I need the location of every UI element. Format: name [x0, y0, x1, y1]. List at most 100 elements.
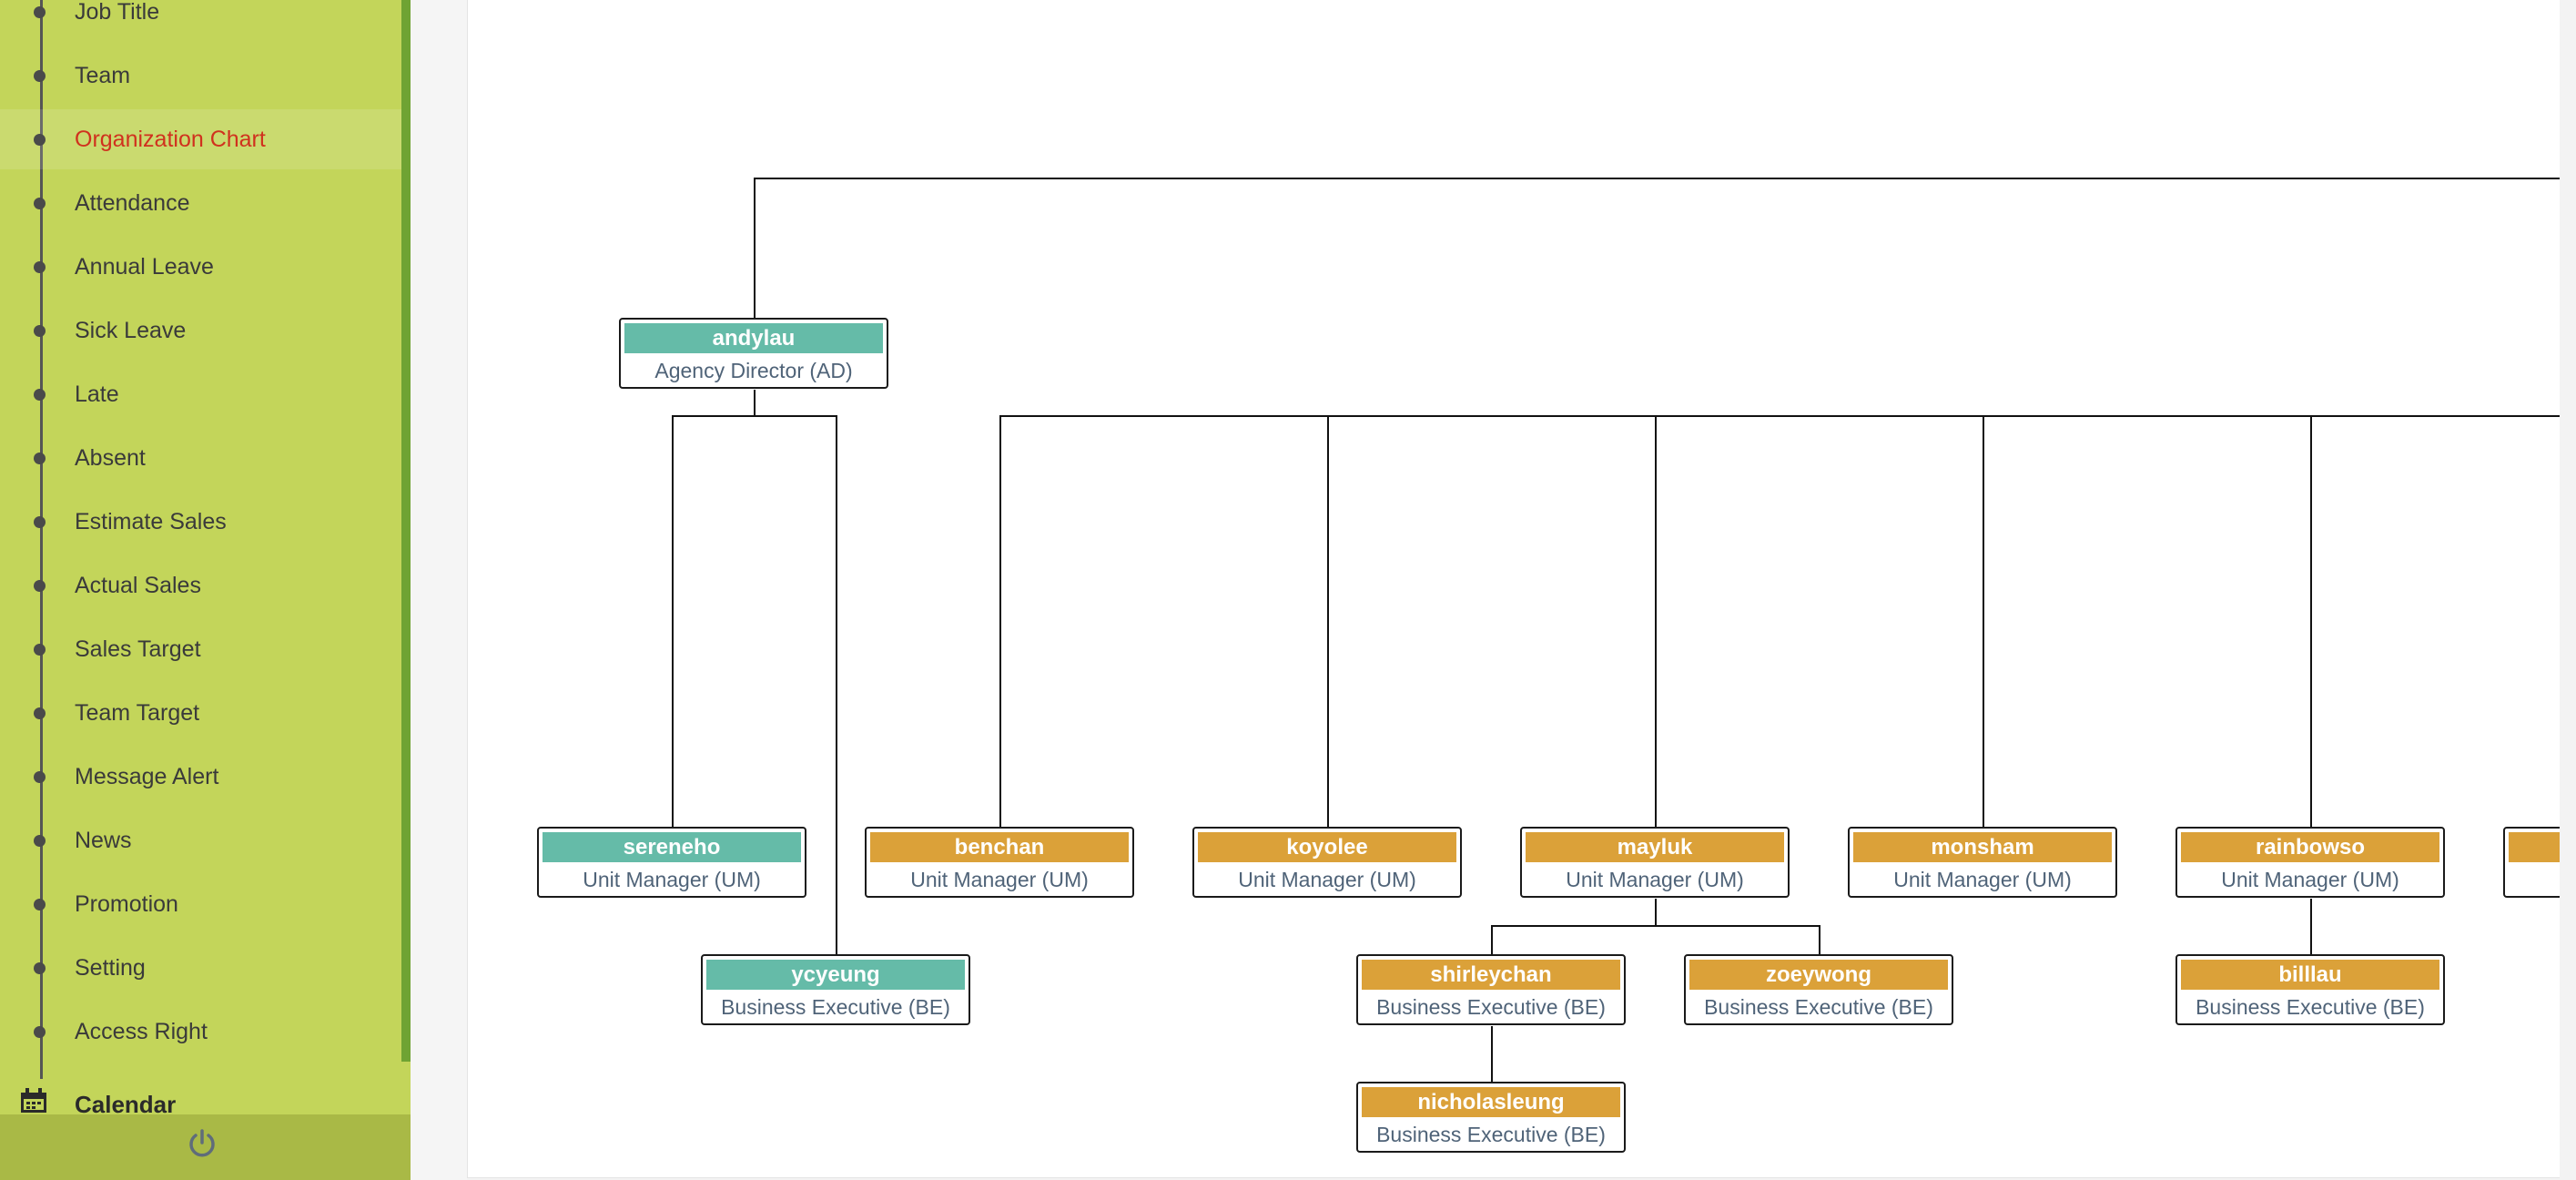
bullet-icon [34, 6, 46, 18]
connector-line [672, 415, 836, 417]
sidebar-item-label: Organization Chart [75, 127, 266, 152]
node-role: Business Executive (BE) [2196, 995, 2425, 1019]
connector-line [1983, 415, 1984, 827]
sidebar-item-label: Attendance [75, 190, 190, 216]
node-name: billlau [2181, 960, 2439, 990]
bullet-icon [34, 644, 46, 656]
bullet-icon [34, 771, 46, 783]
sidebar-item-organization-chart[interactable]: Organization Chart [0, 109, 401, 169]
node-name: monsham [1853, 832, 2112, 862]
sidebar-item-label: Annual Leave [75, 254, 214, 280]
connector-line [836, 415, 837, 954]
bullet-icon [34, 962, 46, 974]
connector-line [672, 415, 674, 827]
sidebar-item-actual-sales[interactable]: Actual Sales [0, 555, 401, 615]
sidebar-item-label: Calendar [75, 1091, 177, 1114]
sidebar-item-team-target[interactable]: Team Target [0, 683, 401, 743]
org-node-koyolee[interactable]: koyolee Unit Manager (UM) [1192, 827, 1462, 898]
node-name: mayluk [1526, 832, 1784, 862]
connector-line [1491, 925, 1493, 954]
sidebar-item-label: Promotion [75, 891, 178, 917]
connector-line [1655, 415, 1657, 827]
org-node-monsham[interactable]: monsham Unit Manager (UM) [1848, 827, 2117, 898]
sidebar-item-calendar[interactable]: Calendar [0, 1082, 401, 1114]
node-role: Unit Manager (UM) [1893, 868, 2072, 891]
node-name: rainbowso [2181, 832, 2439, 862]
connector-line [999, 415, 1001, 827]
node-role: Business Executive (BE) [721, 995, 950, 1019]
sidebar-item-annual-leave[interactable]: Annual Leave [0, 237, 401, 297]
bullet-icon [34, 198, 46, 209]
sidebar-item-late[interactable]: Late [0, 364, 401, 424]
connector-line [2310, 899, 2312, 954]
node-role: Unit Manager (UM) [1238, 868, 1416, 891]
right-margin [2560, 0, 2576, 1180]
connector-line [1819, 925, 1820, 954]
node-name: koyolee [1198, 832, 1456, 862]
sidebar-item-sales-target[interactable]: Sales Target [0, 619, 401, 679]
sidebar-item-label: Team Target [75, 700, 200, 726]
connector-line [1327, 415, 1329, 827]
org-node-mayluk[interactable]: mayluk Unit Manager (UM) [1520, 827, 1790, 898]
connector-line [1491, 925, 1820, 927]
calendar-icon [21, 1088, 46, 1113]
org-node-sereneho[interactable]: sereneho Unit Manager (UM) [537, 827, 806, 898]
sidebar-item-access-right[interactable]: Access Right [0, 1002, 401, 1062]
sidebar-item-job-title[interactable]: Job Title [0, 0, 401, 42]
sidebar-footer [0, 1114, 411, 1180]
org-node-rainbowso[interactable]: rainbowso Unit Manager (UM) [2175, 827, 2445, 898]
sidebar-item-label: Access Right [75, 1019, 208, 1044]
sidebar-item-label: Message Alert [75, 764, 219, 789]
bullet-icon [34, 835, 46, 847]
sidebar-item-absent[interactable]: Absent [0, 428, 401, 488]
bullet-icon [34, 899, 46, 910]
node-role: Business Executive (BE) [1704, 995, 1933, 1019]
node-name: sereneho [543, 832, 801, 862]
node-name [2509, 832, 2560, 862]
sidebar-item-label: Job Title [75, 0, 160, 25]
connector-line [754, 178, 756, 318]
node-role: Unit Manager (UM) [2221, 868, 2399, 891]
power-icon[interactable] [186, 1127, 218, 1160]
sidebar-item-team[interactable]: Team [0, 46, 401, 106]
node-role: Unit Manager (UM) [910, 868, 1089, 891]
sidebar-item-label: Team [75, 63, 131, 88]
bullet-icon [34, 389, 46, 401]
bullet-icon [34, 325, 46, 337]
connector-line [754, 390, 756, 417]
sidebar: Job Title Team Organization Chart Attend… [0, 0, 411, 1180]
connector-line [754, 178, 2560, 179]
org-node-ycyeung[interactable]: ycyeung Business Executive (BE) [701, 954, 970, 1025]
node-role: Unit Manager (UM) [583, 868, 761, 891]
sidebar-item-sick-leave[interactable]: Sick Leave [0, 300, 401, 361]
node-role: Business Executive (BE) [1376, 995, 1606, 1019]
sidebar-item-setting[interactable]: Setting [0, 938, 401, 998]
node-role: Agency Director (AD) [654, 359, 853, 382]
sidebar-item-promotion[interactable]: Promotion [0, 874, 401, 934]
sidebar-item-label: News [75, 828, 132, 853]
node-role: Business Executive (BE) [1376, 1123, 1606, 1146]
node-role: Unit Manager (UM) [1566, 868, 1744, 891]
connector-line [999, 415, 2560, 417]
bullet-icon [34, 261, 46, 273]
sidebar-item-label: Sales Target [75, 636, 201, 662]
org-node-partial[interactable] [2503, 827, 2560, 898]
sidebar-timeline [40, 0, 43, 1079]
bullet-icon [34, 1026, 46, 1038]
sidebar-item-news[interactable]: News [0, 810, 401, 870]
org-node-zoeywong[interactable]: zoeywong Business Executive (BE) [1684, 954, 1953, 1025]
sidebar-item-estimate-sales[interactable]: Estimate Sales [0, 492, 401, 552]
content-gutter [411, 0, 467, 1180]
org-node-nicholasleung[interactable]: nicholasleung Business Executive (BE) [1356, 1082, 1626, 1153]
org-node-billlau[interactable]: billlau Business Executive (BE) [2175, 954, 2445, 1025]
connector-line [1655, 899, 1657, 927]
org-node-andylau[interactable]: andylau Agency Director (AD) [619, 318, 888, 389]
sidebar-edge [401, 0, 411, 1062]
org-node-benchan[interactable]: benchan Unit Manager (UM) [865, 827, 1134, 898]
org-node-shirleychan[interactable]: shirleychan Business Executive (BE) [1356, 954, 1626, 1025]
sidebar-item-attendance[interactable]: Attendance [0, 173, 401, 233]
sidebar-item-label: Setting [75, 955, 146, 981]
sidebar-item-message-alert[interactable]: Message Alert [0, 747, 401, 807]
node-name: shirleychan [1362, 960, 1620, 990]
connector-line [1491, 1026, 1493, 1082]
